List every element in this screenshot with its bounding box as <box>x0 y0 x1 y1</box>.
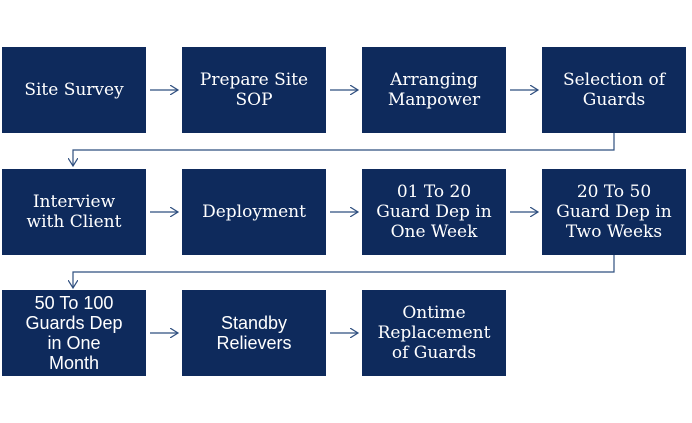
step-ontime-replacement: Ontime Replacement of Guards <box>362 290 506 376</box>
connector-row2-to-row3 <box>73 255 615 288</box>
step-standby-relievers: Standby Relievers <box>182 290 326 376</box>
step-site-survey: Site Survey <box>2 47 146 133</box>
step-deployment: Deployment <box>182 169 326 255</box>
connector-row1-to-row2 <box>73 133 615 166</box>
step-selection-of-guards: Selection of Guards <box>542 47 686 133</box>
step-prepare-site-sop: Prepare Site SOP <box>182 47 326 133</box>
step-interview-with-client: Interview with Client <box>2 169 146 255</box>
step-01-to-20-guard-dep: 01 To 20 Guard Dep in One Week <box>362 169 506 255</box>
step-50-to-100-guards-dep: 50 To 100 Guards Dep in One Month <box>2 290 146 376</box>
step-arranging-manpower: Arranging Manpower <box>362 47 506 133</box>
step-20-to-50-guard-dep: 20 To 50 Guard Dep in Two Weeks <box>542 169 686 255</box>
